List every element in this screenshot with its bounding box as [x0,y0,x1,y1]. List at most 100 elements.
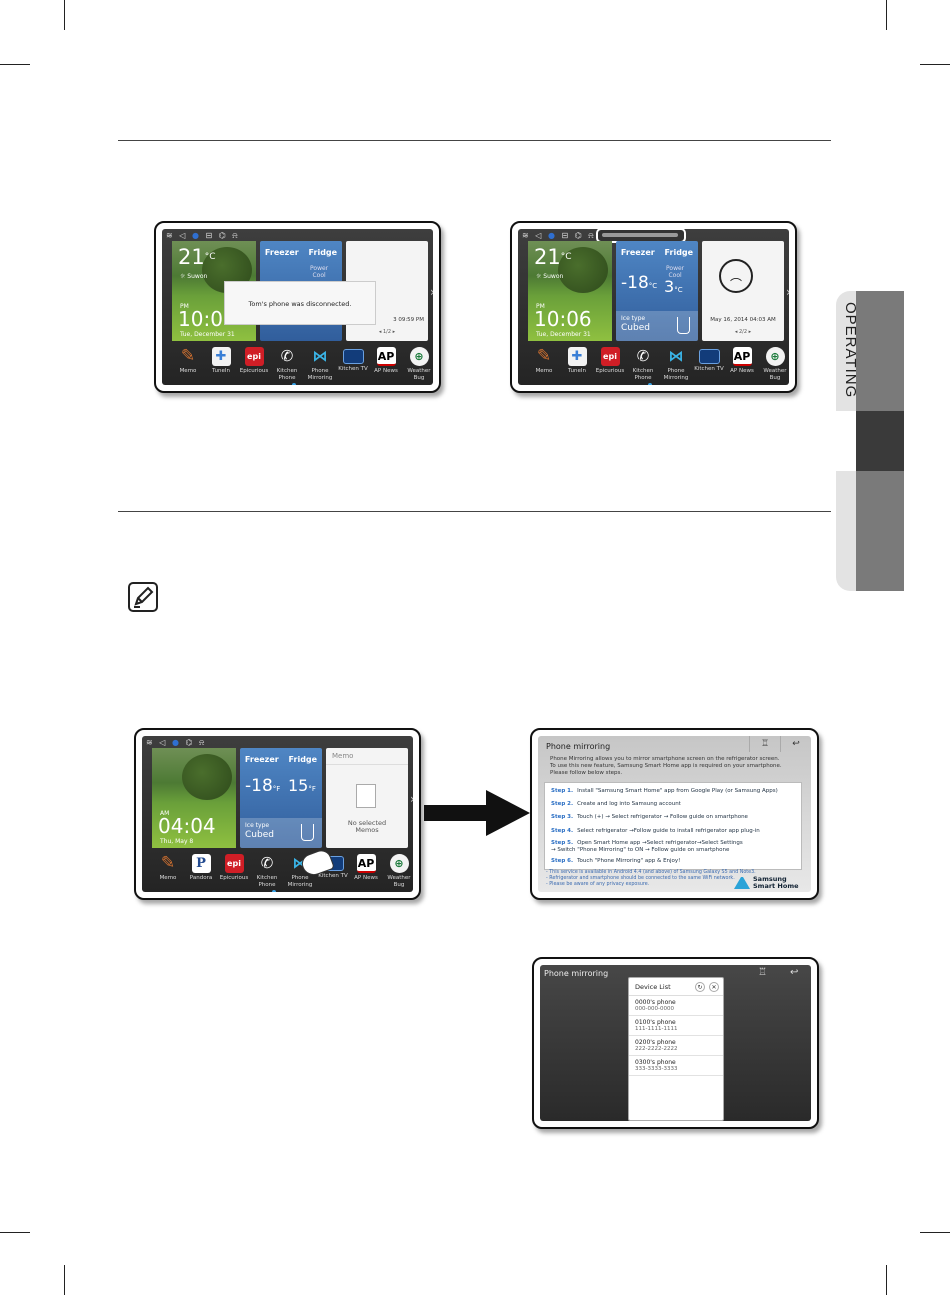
steps-box: Step 1.Install "Samsung Smart Home" app … [544,782,802,870]
page-indicator-dot [292,383,296,385]
app-kitchen-tv[interactable]: Kitchen TV [692,345,726,373]
app-phone-mirroring[interactable]: ⋈Phone Mirroring [307,347,333,381]
cup-icon [301,824,314,841]
app-kitchen-phone[interactable]: ✆Kitchen Phone [632,347,654,381]
ap-news-icon: AP [356,854,376,873]
power-cool-label: Power Cool [310,265,329,279]
fridge-temp: 3°C [664,277,683,296]
step-2: Step 2.Create and log into Samsung accou… [551,801,681,807]
freezer-temp: -18°C [621,273,658,293]
ampm: AM [160,810,170,817]
back-icon[interactable]: ↩ [790,967,799,978]
step-3: Step 3.Touch (+) → Select refrigerator →… [551,814,748,820]
close-icon[interactable]: ✕ [709,982,719,992]
fridge-screen-home: ≋ ◁ ● ⊟ ⌬ ⍾ 21°C ☼ Suwon PM 10:06 Tue, D… [510,221,797,393]
info-card[interactable]: ︵ May 16, 2014 04:03 AM ◂ 2/2 ▸ [702,241,784,341]
crop-mark [886,0,887,30]
memo-widget[interactable]: Memo No selected Memos [326,748,408,848]
phone-icon: ✆ [260,854,274,872]
app-weather-bug[interactable]: ⊕Weather Bug [382,852,413,889]
memo-title: Memo [332,752,354,760]
link-icon: ● [191,231,201,240]
side-tab-label: OPERATING [842,301,859,399]
refresh-icon[interactable]: ↻ [695,982,705,992]
tv-icon [698,349,720,364]
side-tab-mid [856,291,904,411]
app-memo[interactable]: ✎Memo [159,853,177,882]
memo-empty-text: No selected Memos [347,819,387,834]
screen: ≋ ◁ ● ⊟ ⌬ ⍾ 21°C ☼ Suwon PM 10:06 Tue, D… [518,229,789,385]
side-tab-bottom [836,471,904,591]
fridge-screen-disconnected: ≋ ◁ ● ⊟ ⌬ ⍾ 21°C ☼ Suwon PM 10:0 Tue, De… [154,221,441,393]
screen: ≋ ◁ ● ⊟ ⌬ ⍾ 21°C ☼ Suwon PM 10:0 Tue, De… [162,229,433,385]
back-icon[interactable]: ↩ [780,736,811,752]
ice-type-label: Ice type [621,315,646,322]
app-phone-mirroring[interactable]: ⋈Phone Mirroring [663,347,689,381]
section-rule [118,511,831,512]
app-kitchen-phone[interactable]: ✆Kitchen Phone [256,854,278,888]
disconnect-popup: Tom's phone was disconnected. [224,281,376,325]
ap-news-icon: AP [376,347,396,366]
section-rule [118,140,831,141]
app-tunein[interactable]: ✚TuneIn [211,347,231,374]
status-bar: ≋ ◁ ● ⊟ ⌬ ⍾ [522,231,596,240]
crop-mark [886,1265,887,1295]
app-kitchen-phone[interactable]: ✆Kitchen Phone [276,347,298,381]
clock-time: 10:0 [178,307,223,331]
tv-icon [342,349,364,364]
tree-image [558,247,608,293]
phone-icon: ✆ [280,347,294,365]
pencil-icon: ✎ [160,853,176,873]
ice-band [240,818,322,848]
app-tunein[interactable]: ✚TuneIn [567,347,587,374]
weather-widget[interactable]: AM 04:04 Thu, May 8 [152,748,236,848]
chevron-right-icon[interactable]: › [430,285,433,299]
clock-time: 10:06 [534,307,592,331]
status-bar: ≋ ◁ ● ⊟ ⌬ ⍾ [166,231,240,240]
chevron-right-icon[interactable]: › [410,792,413,806]
ice-type-value: Cubed [621,323,650,333]
app-weather-bug[interactable]: ⊕Weather Bug [758,345,789,382]
screen-title: Phone mirroring [544,969,609,978]
memo-header-line [326,764,408,765]
app-memo[interactable]: ✎Memo [535,346,553,375]
app-weather-bug[interactable]: ⊕Weather Bug [402,345,433,382]
clock-date: Thu, May 8 [160,838,194,845]
home-icon[interactable]: ♖ [749,736,780,752]
app-kitchen-tv[interactable]: Kitchen TV [336,345,370,373]
weather-widget[interactable]: 21°C ☼ Suwon PM 10:06 Tue, December 31 [528,241,612,341]
card-pager[interactable]: ◂ 1/2 ▸ [378,329,396,335]
screen: Phone mirroring ♖ ↩ Device List ↻ ✕ 0000… [540,965,811,1121]
epicurious-icon: epi [224,854,244,873]
ice-band [616,311,698,341]
sad-face-icon: ︵ [719,259,753,293]
chevron-right-icon[interactable]: › [786,285,789,299]
link-icon: ● [547,231,557,240]
cup-icon [677,317,690,334]
card-pager[interactable]: ◂ 2/2 ▸ [734,329,752,335]
card-datetime: May 16, 2014 04:03 AM [710,317,776,323]
app-memo[interactable]: ✎Memo [179,346,197,375]
home-icon[interactable]: ♖ [758,967,767,978]
card-datetime: 3 09:59 PM [393,317,424,323]
pencil-icon: ✎ [536,346,552,366]
